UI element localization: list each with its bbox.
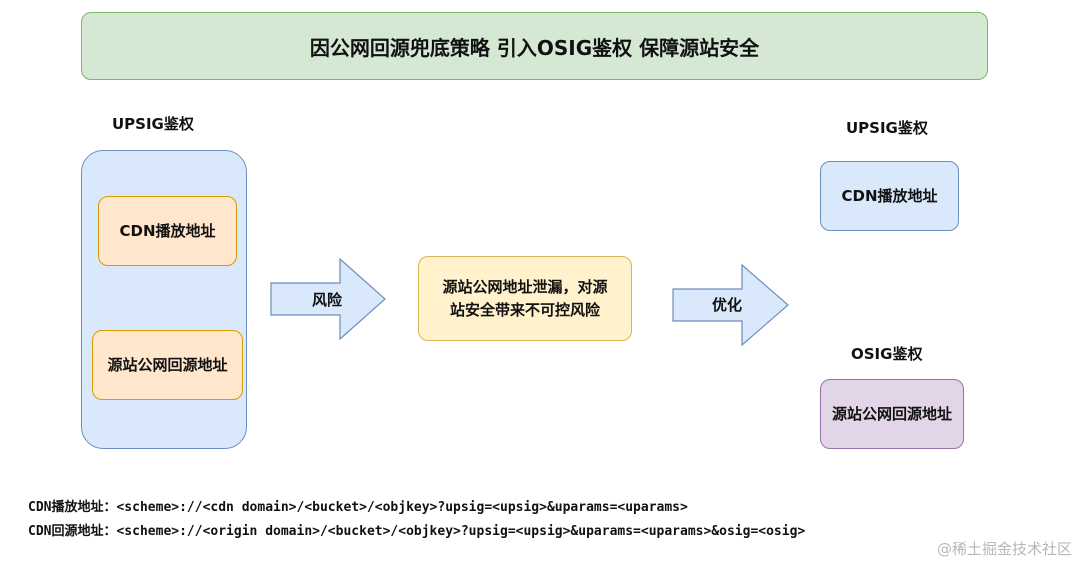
play-url-value: <scheme>://<cdn domain>/<bucket>/<objkey…	[116, 500, 688, 515]
right-cdn-address-text: CDN播放地址	[841, 186, 938, 205]
origin-url-line: CDN回源地址：<scheme>://<origin domain>/<buck…	[28, 520, 805, 539]
risk-description-line2: 站安全带来不可控风险	[449, 300, 600, 319]
right-upsig-label: UPSIG鉴权	[846, 119, 928, 137]
play-url-label: CDN播放地址：	[28, 500, 117, 515]
origin-url-label: CDN回源地址：	[28, 524, 117, 539]
optimize-arrow-label: 优化	[712, 296, 743, 314]
watermark: @稀土掘金技术社区	[936, 540, 1072, 558]
left-origin-address-text: 源站公网回源地址	[107, 355, 228, 374]
risk-arrow: 风险	[270, 257, 386, 341]
title-banner: 因公网回源兜底策略 引入OSIG鉴权 保障源站安全	[81, 12, 988, 80]
risk-description-line1: 源站公网地址泄漏，对源	[442, 278, 608, 296]
risk-arrow-shape	[270, 257, 386, 341]
left-cdn-address-box: CDN播放地址	[98, 196, 237, 266]
risk-description-box: 源站公网地址泄漏，对源 站安全带来不可控风险	[418, 256, 632, 341]
optimize-arrow: 优化	[672, 263, 789, 347]
right-origin-address-text: 源站公网回源地址	[831, 404, 952, 423]
optimize-arrow-shape	[672, 263, 789, 347]
diagram-title: 因公网回源兜底策略 引入OSIG鉴权 保障源站安全	[309, 35, 760, 60]
origin-url-value: <scheme>://<origin domain>/<bucket>/<obj…	[116, 524, 806, 539]
left-group-container	[81, 150, 247, 449]
left-cdn-address-text: CDN播放地址	[119, 221, 216, 240]
right-osig-label: OSIG鉴权	[851, 345, 923, 363]
left-origin-address-box: 源站公网回源地址	[92, 330, 243, 400]
right-origin-address-box: 源站公网回源地址	[820, 379, 964, 449]
right-cdn-address-box: CDN播放地址	[820, 161, 959, 231]
left-upsig-label: UPSIG鉴权	[112, 115, 194, 133]
risk-arrow-label: 风险	[312, 291, 343, 309]
play-url-line: CDN播放地址：<scheme>://<cdn domain>/<bucket>…	[28, 496, 688, 515]
